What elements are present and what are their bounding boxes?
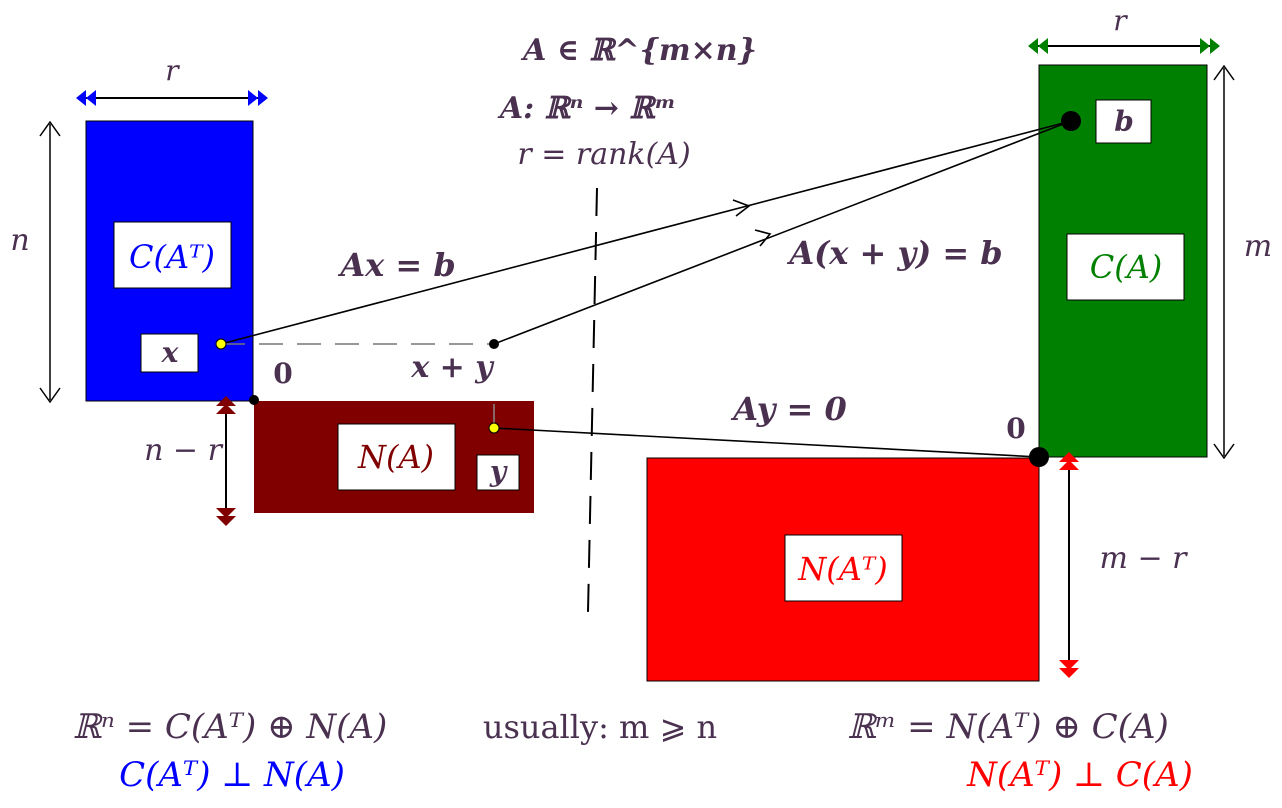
footer-left-line2: C(Aᵀ) ⊥ N(A) [119,755,345,795]
right-height-label: m [1244,229,1272,264]
footer-right-decomposition: ℝᵐ = N(Aᵀ) ⊕ C(A) [847,707,1169,747]
right-origin-label: 0 [1006,412,1025,445]
right-width-dimension [1028,38,1220,54]
equation-ay-0: Ay = 0 [730,390,846,428]
row-space-label: C(Aᵀ) [129,238,215,276]
left-width-dimension [76,90,268,106]
left-width-label: r [165,54,180,87]
left-null-space-label: N(Aᵀ) [797,550,888,588]
y-point [488,422,500,434]
footer-right-line2: N(Aᵀ) ⊥ C(A) [966,755,1193,795]
footer-left-line1: ℝⁿ = C(Aᵀ) ⊕ N(A) [73,707,387,747]
left-height-dimension [39,120,61,404]
footer-right-line1: ℝᵐ = N(Aᵀ) ⊕ C(A) [847,707,1169,747]
mapping-lines [220,120,1072,458]
column-space-label: C(A) [1090,248,1163,286]
right-nullity-dimension [1059,452,1079,678]
header-matrix-space: A ∈ ℝ^{m×n} [520,33,757,68]
header-rank: r = rank(A) [517,137,690,172]
left-null-space-label-box [784,534,903,602]
b-point [1061,111,1081,131]
sum-label: x + y [410,350,495,385]
x-label-box [140,333,199,373]
footer-left-decomposition: ℝⁿ = C(Aᵀ) ⊕ N(A) [73,707,387,747]
b-label: b [1114,105,1134,138]
right-nullity-label: m − r [1100,541,1189,576]
right-origin-point [1029,447,1049,467]
equation-ax-b: Ax = b [337,246,455,284]
right-height-dimension [1213,64,1235,460]
row-space-label-box [113,221,232,289]
divider-dashed-line [587,187,598,613]
left-origin-point [249,395,259,405]
y-label-box [476,454,520,491]
left-nullity-dimension [216,396,236,526]
y-label: y [489,455,508,488]
null-space-label: N(A) [357,438,434,476]
x-point [215,338,227,350]
left-origin-label: 0 [273,357,292,390]
footer-middle-note: usually: m ⩾ n [483,708,717,746]
sum-point [489,339,499,349]
b-label-box [1095,99,1152,144]
left-height-label: n [10,223,29,258]
footer-right-orthogonality: N(Aᵀ) ⊥ C(A) [966,755,1193,795]
header-map: A: ℝⁿ → ℝᵐ [497,91,676,126]
column-space-label-box [1066,233,1185,301]
left-nullity-label: n − r [144,433,224,468]
equation-axy-b: A(x + y) = b [786,234,1002,272]
right-width-label: r [1113,4,1128,37]
null-space-label-box [337,423,456,491]
x-label: x [161,336,179,369]
footer-left-orthogonality: C(Aᵀ) ⊥ N(A) [119,755,345,795]
